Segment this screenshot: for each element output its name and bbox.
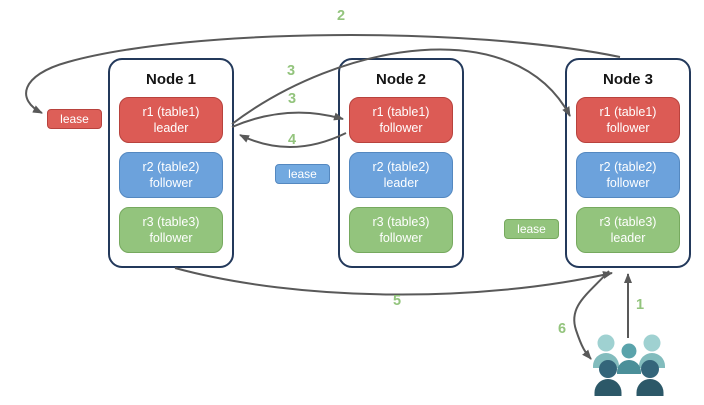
users-icon: [593, 334, 665, 396]
step-label-3a: 3: [286, 63, 296, 79]
replica-name: r1 (table1): [372, 104, 430, 119]
replica-name: r1 (table1): [599, 104, 657, 119]
step-label-2: 2: [336, 8, 346, 24]
replica-name: r3 (table3): [372, 214, 430, 229]
node1-replica-r2: r2 (table2) follower: [119, 152, 223, 198]
replica-role: follower: [149, 231, 193, 245]
replica-name: r2 (table2): [372, 159, 430, 174]
lease-badge-table3: lease: [504, 219, 559, 239]
node3-replica-r1: r1 (table1) follower: [576, 97, 680, 143]
node1-replica-r3: r3 (table3) follower: [119, 207, 223, 253]
step-label-3b: 3: [287, 91, 297, 107]
replica-name: r2 (table2): [142, 159, 200, 174]
step-label-1: 1: [635, 297, 645, 313]
node-3: Node 3 r1 (table1) follower r2 (table2) …: [565, 58, 691, 268]
replica-role: leader: [383, 176, 419, 190]
node-3-title: Node 3: [602, 71, 653, 88]
node-2: Node 2 r1 (table1) follower r2 (table2) …: [338, 58, 464, 268]
node2-replica-r3: r3 (table3) follower: [349, 207, 453, 253]
node-1: Node 1 r1 (table1) leader r2 (table2) fo…: [108, 58, 234, 268]
node3-replica-r2: r2 (table2) follower: [576, 152, 680, 198]
arrow-step-5-node1-to-node3: [174, 267, 613, 296]
node3-replica-r3: r3 (table3) leader: [576, 207, 680, 253]
replica-role: leader: [153, 121, 189, 135]
replica-name: r3 (table3): [142, 214, 200, 229]
replica-name: r3 (table3): [599, 214, 657, 229]
replica-role: follower: [149, 176, 193, 190]
node2-replica-r2: r2 (table2) leader: [349, 152, 453, 198]
replica-role: leader: [610, 231, 646, 245]
replica-name: r2 (table2): [599, 159, 657, 174]
replica-role: follower: [379, 231, 423, 245]
step-label-5: 5: [392, 293, 402, 309]
node-1-title: Node 1: [145, 71, 196, 88]
arrow-step-3-leader-to-node2-follower: [231, 111, 344, 128]
node1-replica-r1: r1 (table1) leader: [119, 97, 223, 143]
lease-badge-table2: lease: [275, 164, 330, 184]
node-2-title: Node 2: [375, 71, 426, 88]
lease-badge-table1: lease: [47, 109, 102, 129]
replica-role: follower: [606, 176, 650, 190]
replica-role: follower: [606, 121, 650, 135]
step-label-6: 6: [557, 321, 567, 337]
replica-role: follower: [379, 121, 423, 135]
replica-name: r1 (table1): [142, 104, 200, 119]
node2-replica-r1: r1 (table1) follower: [349, 97, 453, 143]
step-label-4: 4: [287, 132, 297, 148]
